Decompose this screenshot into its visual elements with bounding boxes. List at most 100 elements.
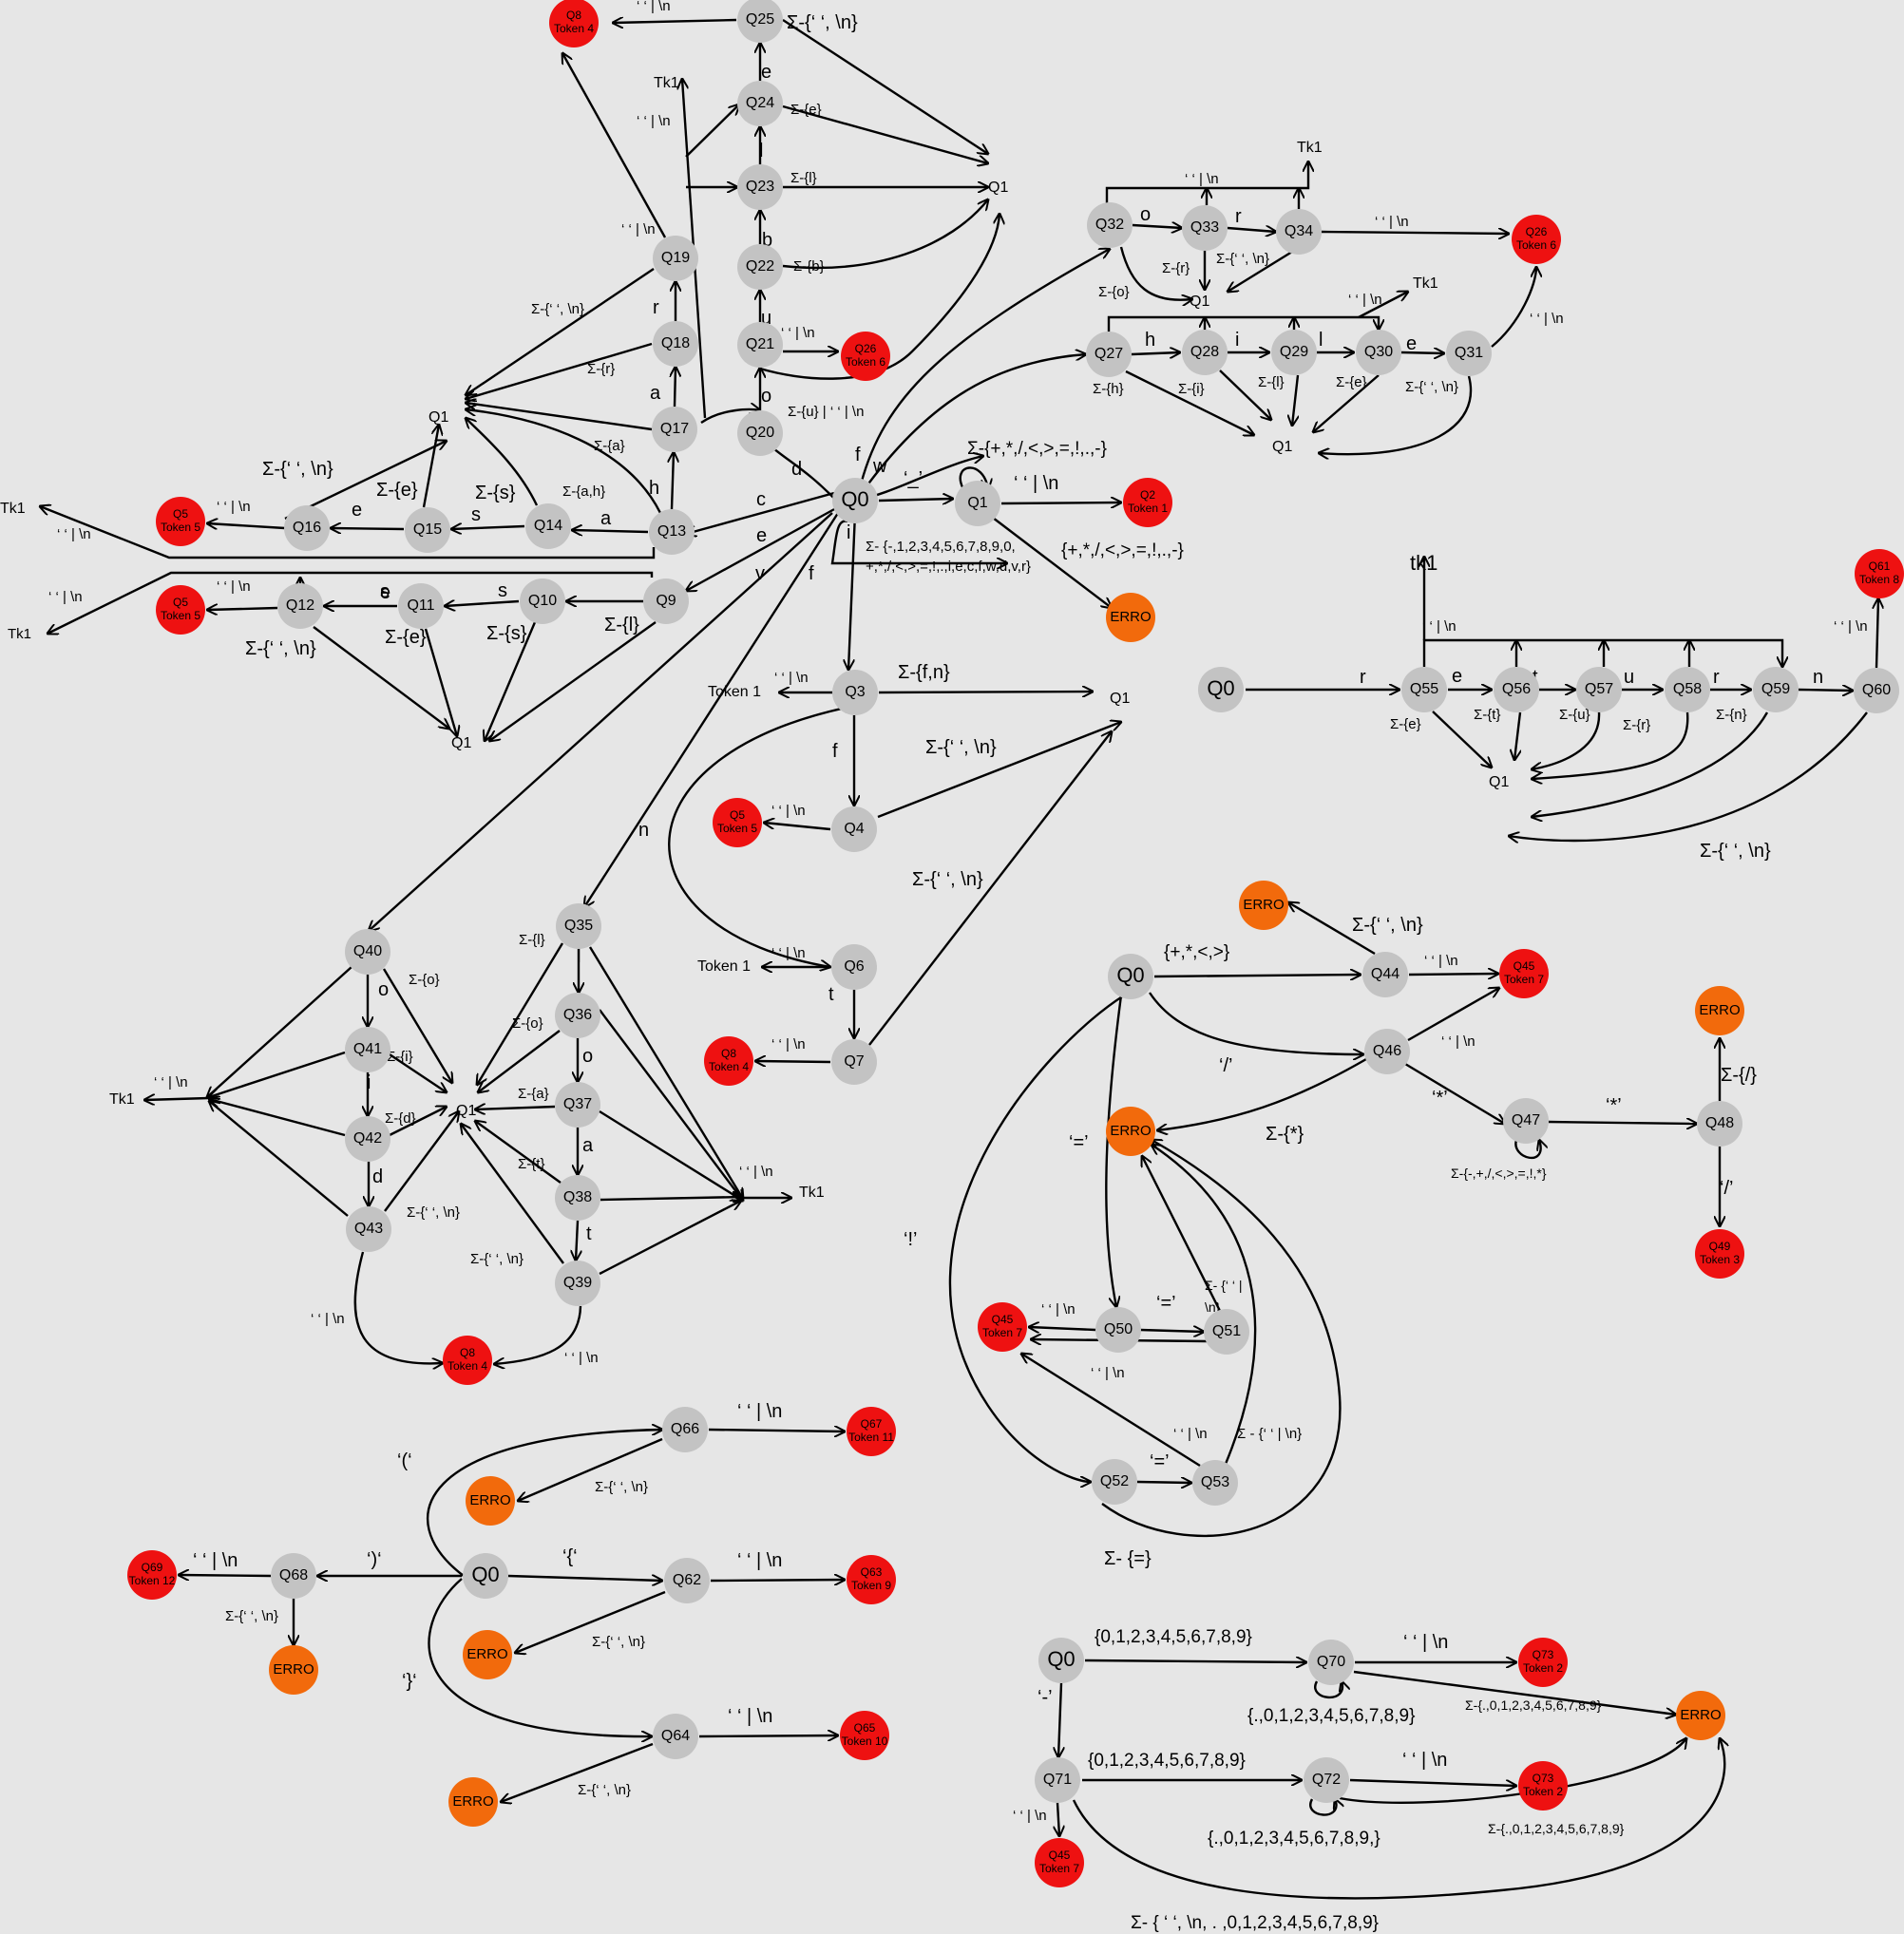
transition-arrow [1072, 1738, 1724, 1900]
l-q41-q1-label: Σ-{i} [387, 1049, 413, 1065]
state-q44: Q44 [1362, 952, 1408, 997]
state-circle [1106, 1107, 1155, 1156]
l-q68-erro-label: Σ-{‘ ‘, \n} [225, 1608, 278, 1624]
state-q60: Q60 [1854, 668, 1899, 713]
state-label: Q0 [1207, 676, 1234, 700]
l-q13-q1-label: Σ-{a,h} [562, 484, 605, 500]
state-circle [269, 1645, 318, 1695]
state-label: Q71 [1043, 1772, 1072, 1788]
transition-arrow [209, 1101, 349, 1217]
state-q6: Q6 [831, 944, 877, 990]
l-q1loop-label: Σ-{+,*,/,<,>,=,!,.,-} [967, 439, 1107, 459]
transition-arrow [599, 1009, 743, 1201]
transition-arrow [1532, 711, 1601, 769]
state-circle [1362, 952, 1408, 997]
state-circle [831, 944, 877, 990]
state-circle [1697, 1101, 1742, 1147]
state-label: Q65 [854, 1721, 876, 1735]
state-circle [1855, 549, 1904, 598]
state-label: Token 7 [1039, 1862, 1079, 1875]
state-q51: Q51 [1204, 1309, 1249, 1355]
t-token1-q3-label: Token 1 [708, 684, 761, 700]
transition-arrow [1514, 1140, 1540, 1159]
transition-arrow [868, 731, 1112, 1046]
state-label: Q25 [746, 11, 774, 28]
l-q56-q1-label: Σ-{t} [1474, 707, 1500, 723]
state-circle [1182, 330, 1228, 375]
transition-arrow [1157, 1057, 1367, 1130]
t-tk1-upper-label: Tk1 [0, 501, 26, 517]
l-q10-q11-label: s [380, 581, 390, 602]
transition-arrow [1139, 1330, 1204, 1332]
state-label: ERRO [1680, 1707, 1721, 1723]
l-q15-q1-label: Σ-{e} [376, 480, 418, 501]
transition-arrow [686, 506, 837, 591]
state-q3: Q3 [832, 670, 878, 715]
transition-arrow [1142, 1156, 1222, 1312]
transition-arrow [48, 571, 654, 634]
t-q1-q55-label: Q1 [1489, 774, 1509, 790]
transition-arrow [1798, 690, 1853, 691]
state-q70: Q70 [1308, 1640, 1354, 1685]
state-circle [345, 1027, 390, 1072]
l-q1-q2-label: ‘ ‘ | \n [1014, 473, 1058, 494]
state-circle [1198, 667, 1244, 712]
transition-arrow [686, 491, 835, 534]
state-label: Token 2 [1523, 1661, 1563, 1675]
state-label: Q57 [1585, 681, 1613, 697]
state-label: Q51 [1212, 1323, 1241, 1339]
l-q17-q1-label: Σ-{a} [594, 438, 625, 454]
state-circle [1499, 949, 1549, 998]
l-d-label: d [791, 459, 802, 480]
state-circle [156, 585, 205, 635]
l-underscore-label: ‘_’ [904, 468, 923, 489]
l-q0-q50-label: ‘=’ [1069, 1132, 1089, 1153]
state-label: Q60 [1862, 682, 1891, 698]
l-q72-q73-label: ‘ ‘ | \n [1402, 1750, 1447, 1771]
l-q64-q65-label: ‘ ‘ | \n [728, 1706, 772, 1727]
state-label: Q40 [353, 943, 382, 959]
l-v-label: v [755, 563, 765, 584]
state-circle [1087, 202, 1133, 248]
l-q0-q68-label: ‘)‘ [367, 1549, 382, 1570]
state-label: Q8 [566, 9, 581, 22]
state-circle [555, 1175, 600, 1221]
state-label: ERRO [452, 1793, 493, 1810]
l-w-label: w [872, 456, 887, 477]
state-circle [549, 0, 599, 47]
state-q20: Q20 [737, 410, 783, 456]
state-q0-r: Q0 [1198, 667, 1244, 712]
l-q71-q72-label: {0,1,2,3,4,5,6,7,8,9} [1088, 1751, 1246, 1771]
l-q0-q1-b-label: +,*,/,<,>,=,!,.,i,e,c,f,w,d,v,r} [866, 559, 1031, 575]
transition-arrow [515, 1590, 666, 1653]
l-q68-q69-label: ‘ ‘ | \n [193, 1550, 238, 1571]
state-label: Q36 [563, 1007, 592, 1023]
l-c-label: c [756, 489, 766, 510]
state-label: Q5 [173, 507, 188, 521]
state-label: Q38 [563, 1189, 592, 1205]
transition-arrow [1532, 711, 1689, 779]
l-q60-q61-label: ‘ ‘ | \n [1834, 618, 1868, 635]
state-label: Q30 [1364, 344, 1393, 360]
l-q42-q1-label: Σ-{d} [385, 1110, 416, 1127]
transition-arrow [1509, 711, 1868, 841]
l-q6-q7-label: t [828, 984, 834, 1005]
state-q24: Q24 [737, 81, 783, 126]
l-q14-q15-label: s [471, 504, 481, 525]
l-q52-q53-label: ‘=’ [1150, 1451, 1170, 1472]
transition-arrow [313, 626, 449, 729]
l-q40-q1-label: Σ-{o} [409, 972, 440, 988]
state-q27: Q27 [1086, 332, 1132, 377]
l-q0-q46-label: ‘/’ [1219, 1055, 1232, 1076]
state-q34: Q34 [1276, 209, 1322, 255]
l-q60-q1-label: Σ-{‘ ‘, \n} [1700, 841, 1771, 862]
transition-arrow [1119, 246, 1192, 300]
transition-arrow [613, 20, 737, 23]
state-circle [1364, 1029, 1410, 1074]
l-q20-q21-label: o [761, 386, 771, 407]
